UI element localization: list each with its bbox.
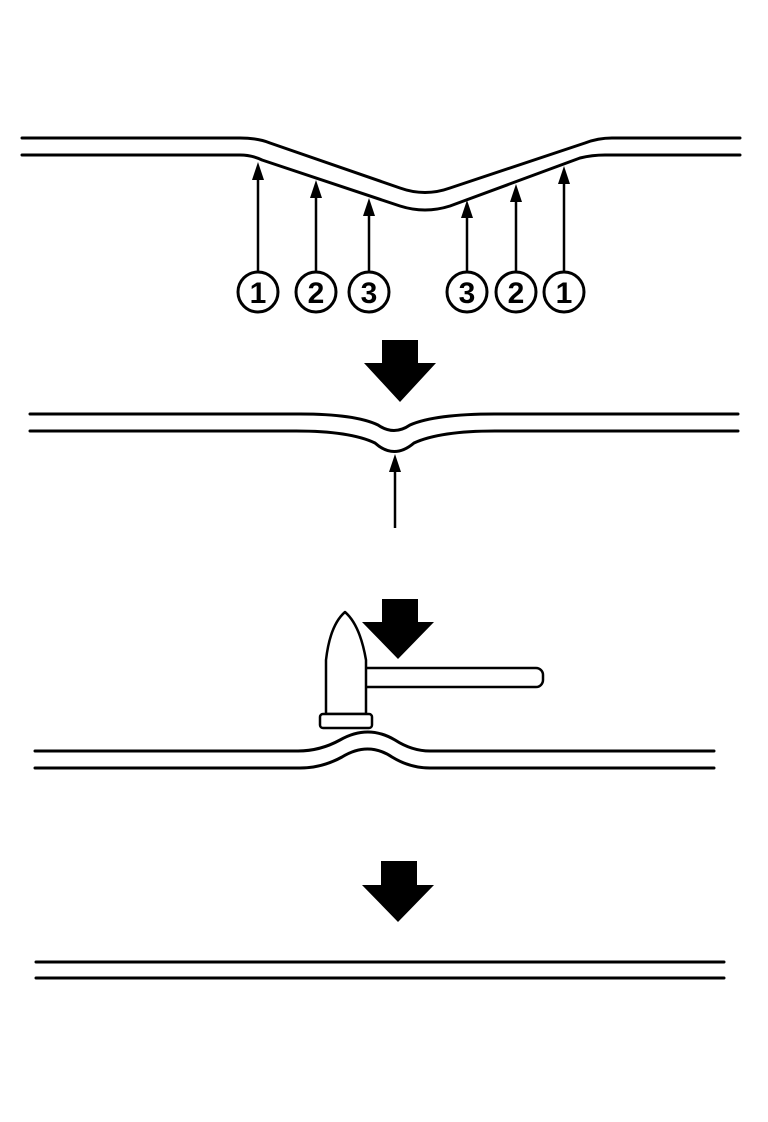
arrow-up-icon [310,180,322,198]
arrow-up-icon [252,162,264,180]
panel-outer-surface [20,136,742,194]
callout-3-right: 3 [445,270,489,314]
stage-1-dented-panel: 1 2 3 3 2 1 [20,136,742,314]
down-arrow-icon [364,340,436,402]
stage-3-panel-bump [33,730,716,770]
stage-2-panel-ridge [28,412,740,528]
hammer-head [324,610,368,716]
down-arrow-icon [362,861,434,922]
panel-inner-surface [20,153,742,212]
panel-inner-surface [33,747,716,770]
callout-3-left: 3 [347,270,391,314]
stage-3-hammer [318,599,545,730]
panel-outer-surface [28,412,740,432]
svg-text:1: 1 [556,277,573,310]
arrow-up-icon [510,184,522,202]
stage-4-flat-panel [34,960,726,980]
arrow-up-icon [363,198,375,216]
svg-text:1: 1 [250,277,267,310]
hammer-handle [358,666,545,689]
panel-inner-surface [28,429,740,453]
svg-text:3: 3 [361,277,378,310]
callout-1-left: 1 [236,270,280,314]
down-arrow-icon [362,599,434,659]
arrow-up-icon [558,166,570,184]
push-point-arrows [252,162,570,272]
callout-1-right: 1 [542,270,586,314]
arrow-up-icon [389,454,401,472]
callout-2-right: 2 [494,270,538,314]
svg-text:2: 2 [508,277,525,310]
svg-text:2: 2 [308,277,325,310]
arrow-up-icon [461,200,473,218]
panel-outer-surface [33,730,716,753]
hammer-face [318,712,374,730]
callout-2-left: 2 [294,270,338,314]
hammer-icon [318,610,545,730]
svg-text:3: 3 [459,277,476,310]
